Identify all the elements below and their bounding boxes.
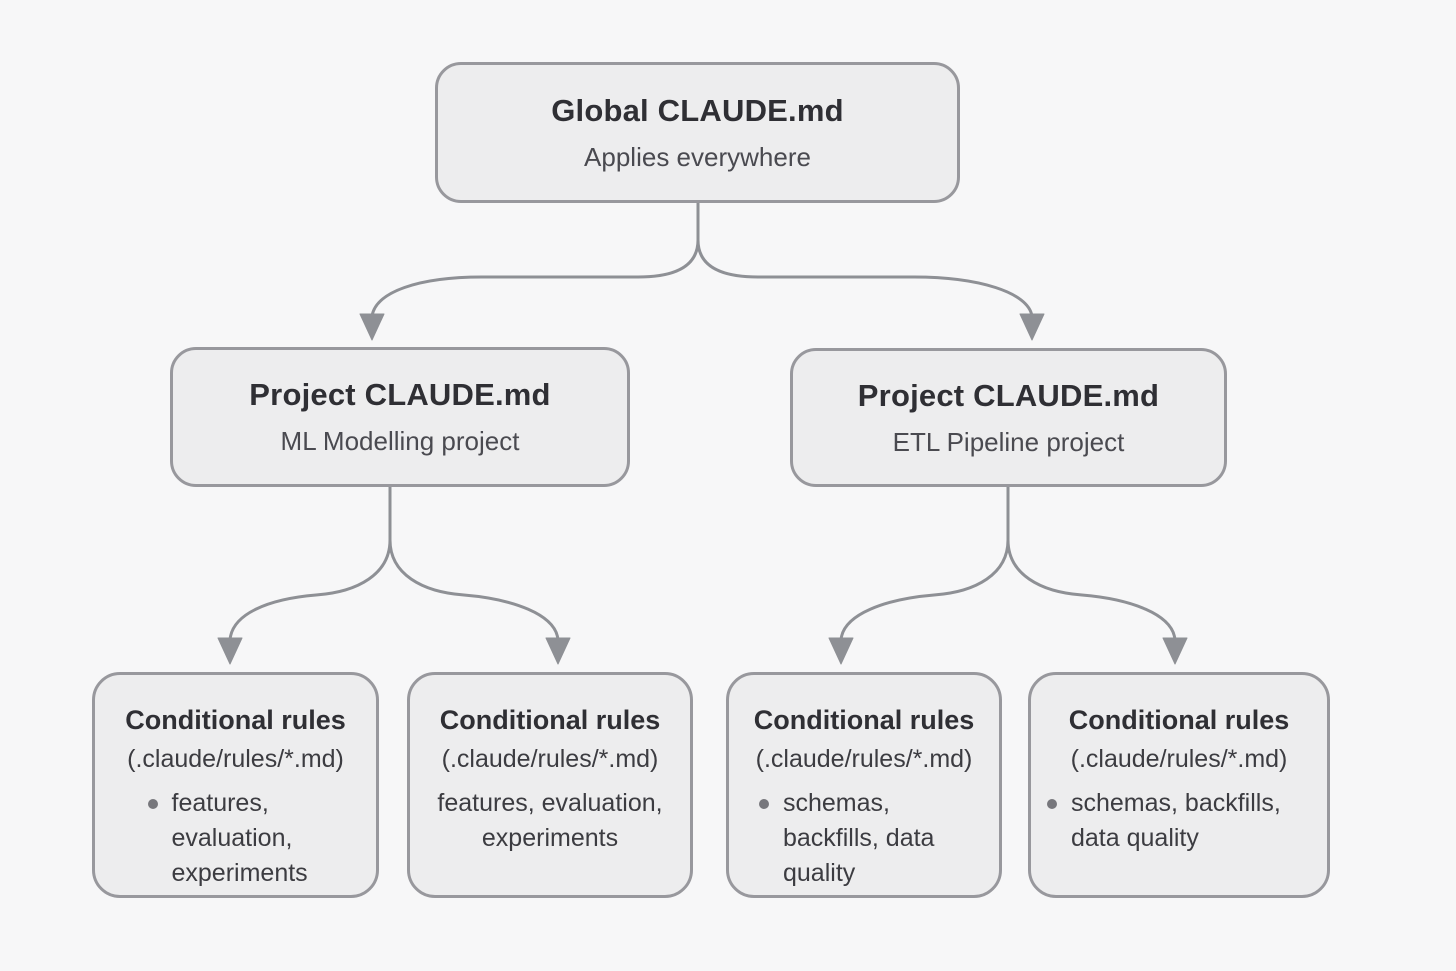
bullet-dot-icon — [759, 799, 769, 809]
etl-right-branch-line — [1006, 538, 1177, 642]
rule-path: (.claude/rules/*.md) — [1070, 745, 1288, 773]
node-subtitle: ML Modelling project — [280, 426, 520, 456]
rule-path: (.claude/rules/*.md) — [127, 745, 344, 773]
rule-items-text: features, evaluation, experiments — [171, 789, 308, 887]
rule-title: Conditional rules — [1068, 705, 1290, 735]
rule-title: Conditional rules — [439, 705, 661, 735]
root-left-branch-line — [370, 238, 700, 318]
node-title: Project CLAUDE.md — [249, 377, 551, 412]
node-project-etl: Project CLAUDE.md ETL Pipeline project — [790, 348, 1227, 487]
arrowhead-icon — [545, 637, 571, 665]
arrowhead-icon — [217, 637, 243, 665]
rule-title: Conditional rules — [125, 705, 346, 735]
node-conditional-rules-etl-1: Conditional rules (.claude/rules/*.md) s… — [726, 672, 1002, 898]
rule-items: schemas, backfills, data quality — [745, 786, 983, 891]
node-subtitle: Applies everywhere — [584, 141, 811, 172]
rule-items: schemas, backfills, data quality — [1047, 786, 1311, 856]
node-conditional-rules-etl-2: Conditional rules (.claude/rules/*.md) s… — [1028, 672, 1330, 898]
arrowhead-icon — [828, 637, 854, 665]
node-conditional-rules-ml-1: Conditional rules (.claude/rules/*.md) f… — [92, 672, 379, 898]
rule-path: (.claude/rules/*.md) — [441, 745, 659, 773]
rule-items-text: features, evaluation, experiments — [437, 789, 663, 852]
root-right-branch-line — [696, 238, 1034, 318]
node-global-claude-md: Global CLAUDE.md Applies everywhere — [435, 62, 960, 203]
node-project-ml: Project CLAUDE.md ML Modelling project — [170, 347, 630, 487]
arrowhead-icon — [1162, 637, 1188, 665]
rule-items-text: schemas, backfills, data quality — [1071, 789, 1281, 852]
ml-right-branch-line — [388, 538, 560, 642]
node-title: Global CLAUDE.md — [551, 92, 844, 128]
ml-left-branch-line — [228, 538, 392, 642]
etl-left-branch-line — [839, 538, 1010, 642]
node-conditional-rules-ml-2: Conditional rules (.claude/rules/*.md) f… — [407, 672, 693, 898]
rule-items-text: schemas, backfills, data quality — [783, 789, 935, 887]
arrowhead-icon — [1019, 313, 1045, 341]
rule-items: features, evaluation, experiments — [426, 786, 674, 856]
node-title: Project CLAUDE.md — [857, 377, 1160, 413]
rule-items: features, evaluation, experiments — [111, 786, 360, 891]
bullet-dot-icon — [1047, 799, 1057, 809]
arrowhead-icon — [359, 313, 385, 341]
node-subtitle: ETL Pipeline project — [892, 426, 1125, 457]
bullet-dot-icon — [147, 799, 158, 809]
rule-title: Conditional rules — [753, 705, 975, 735]
rule-path: (.claude/rules/*.md) — [755, 745, 973, 773]
